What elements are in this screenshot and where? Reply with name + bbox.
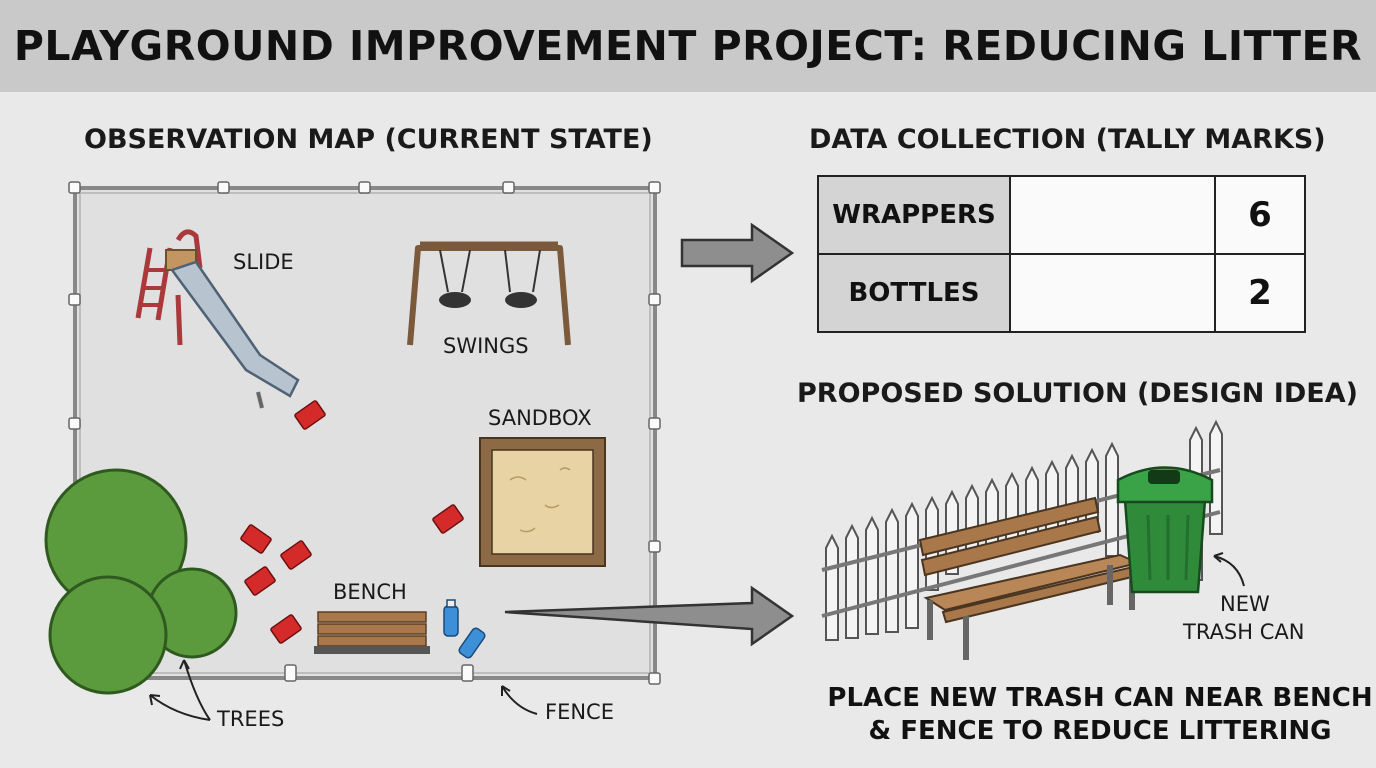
tally-cell	[1009, 175, 1216, 255]
table-row: BOTTLES 2	[817, 253, 1306, 333]
bottle-litter	[443, 599, 486, 659]
trash-can-icon	[1116, 466, 1214, 594]
observation-map-heading: OBSERVATION MAP (CURRENT STATE)	[84, 124, 653, 155]
item-cell: BOTTLES	[817, 253, 1011, 333]
trash-can-pointer-arrow	[1213, 552, 1245, 587]
sandbox-icon	[479, 437, 606, 567]
solution-caption: PLACE NEW TRASH CAN NEAR BENCH & FENCE T…	[800, 682, 1376, 748]
count-cell: 2	[1214, 253, 1306, 333]
fence-label: FENCE	[545, 700, 614, 724]
swings-label: SWINGS	[443, 334, 529, 358]
tally-table: WRAPPERS 6 BOTTLES 2	[817, 175, 1306, 333]
data-collection-heading: DATA COLLECTION (TALLY MARKS)	[809, 124, 1326, 155]
title-bar: PLAYGROUND IMPROVEMENT PROJECT: REDUCING…	[0, 0, 1376, 92]
sandbox-label: SANDBOX	[488, 406, 592, 430]
table-row: WRAPPERS 6	[817, 175, 1306, 255]
trees-icon	[44, 468, 238, 695]
trash-can-label-line1: NEW	[1220, 592, 1270, 616]
page-title: PLAYGROUND IMPROVEMENT PROJECT: REDUCING…	[13, 22, 1363, 70]
count-cell: 6	[1214, 175, 1306, 255]
caption-line-1: PLACE NEW TRASH CAN NEAR BENCH	[827, 683, 1373, 713]
trees-label: TREES	[217, 707, 285, 731]
bench-label: BENCH	[333, 580, 407, 604]
arrow-bench-to-solution	[504, 585, 795, 647]
fence-pointer-arrow	[501, 685, 538, 715]
swings-icon	[407, 241, 571, 346]
proposed-solution-heading: PROPOSED SOLUTION (DESIGN IDEA)	[797, 378, 1358, 409]
item-cell: WRAPPERS	[817, 175, 1011, 255]
trash-can-label-line2: TRASH CAN	[1183, 620, 1305, 644]
arrow-map-to-data	[680, 222, 795, 284]
caption-line-2: & FENCE TO REDUCE LITTERING	[868, 716, 1332, 747]
tally-cell	[1009, 253, 1216, 333]
slide-icon	[135, 229, 300, 409]
fence-posts	[68, 181, 661, 685]
slide-label: SLIDE	[233, 250, 294, 274]
trees-pointer-arrow	[149, 659, 211, 721]
wrapper-litter	[240, 400, 464, 644]
bench-icon	[314, 611, 430, 654]
